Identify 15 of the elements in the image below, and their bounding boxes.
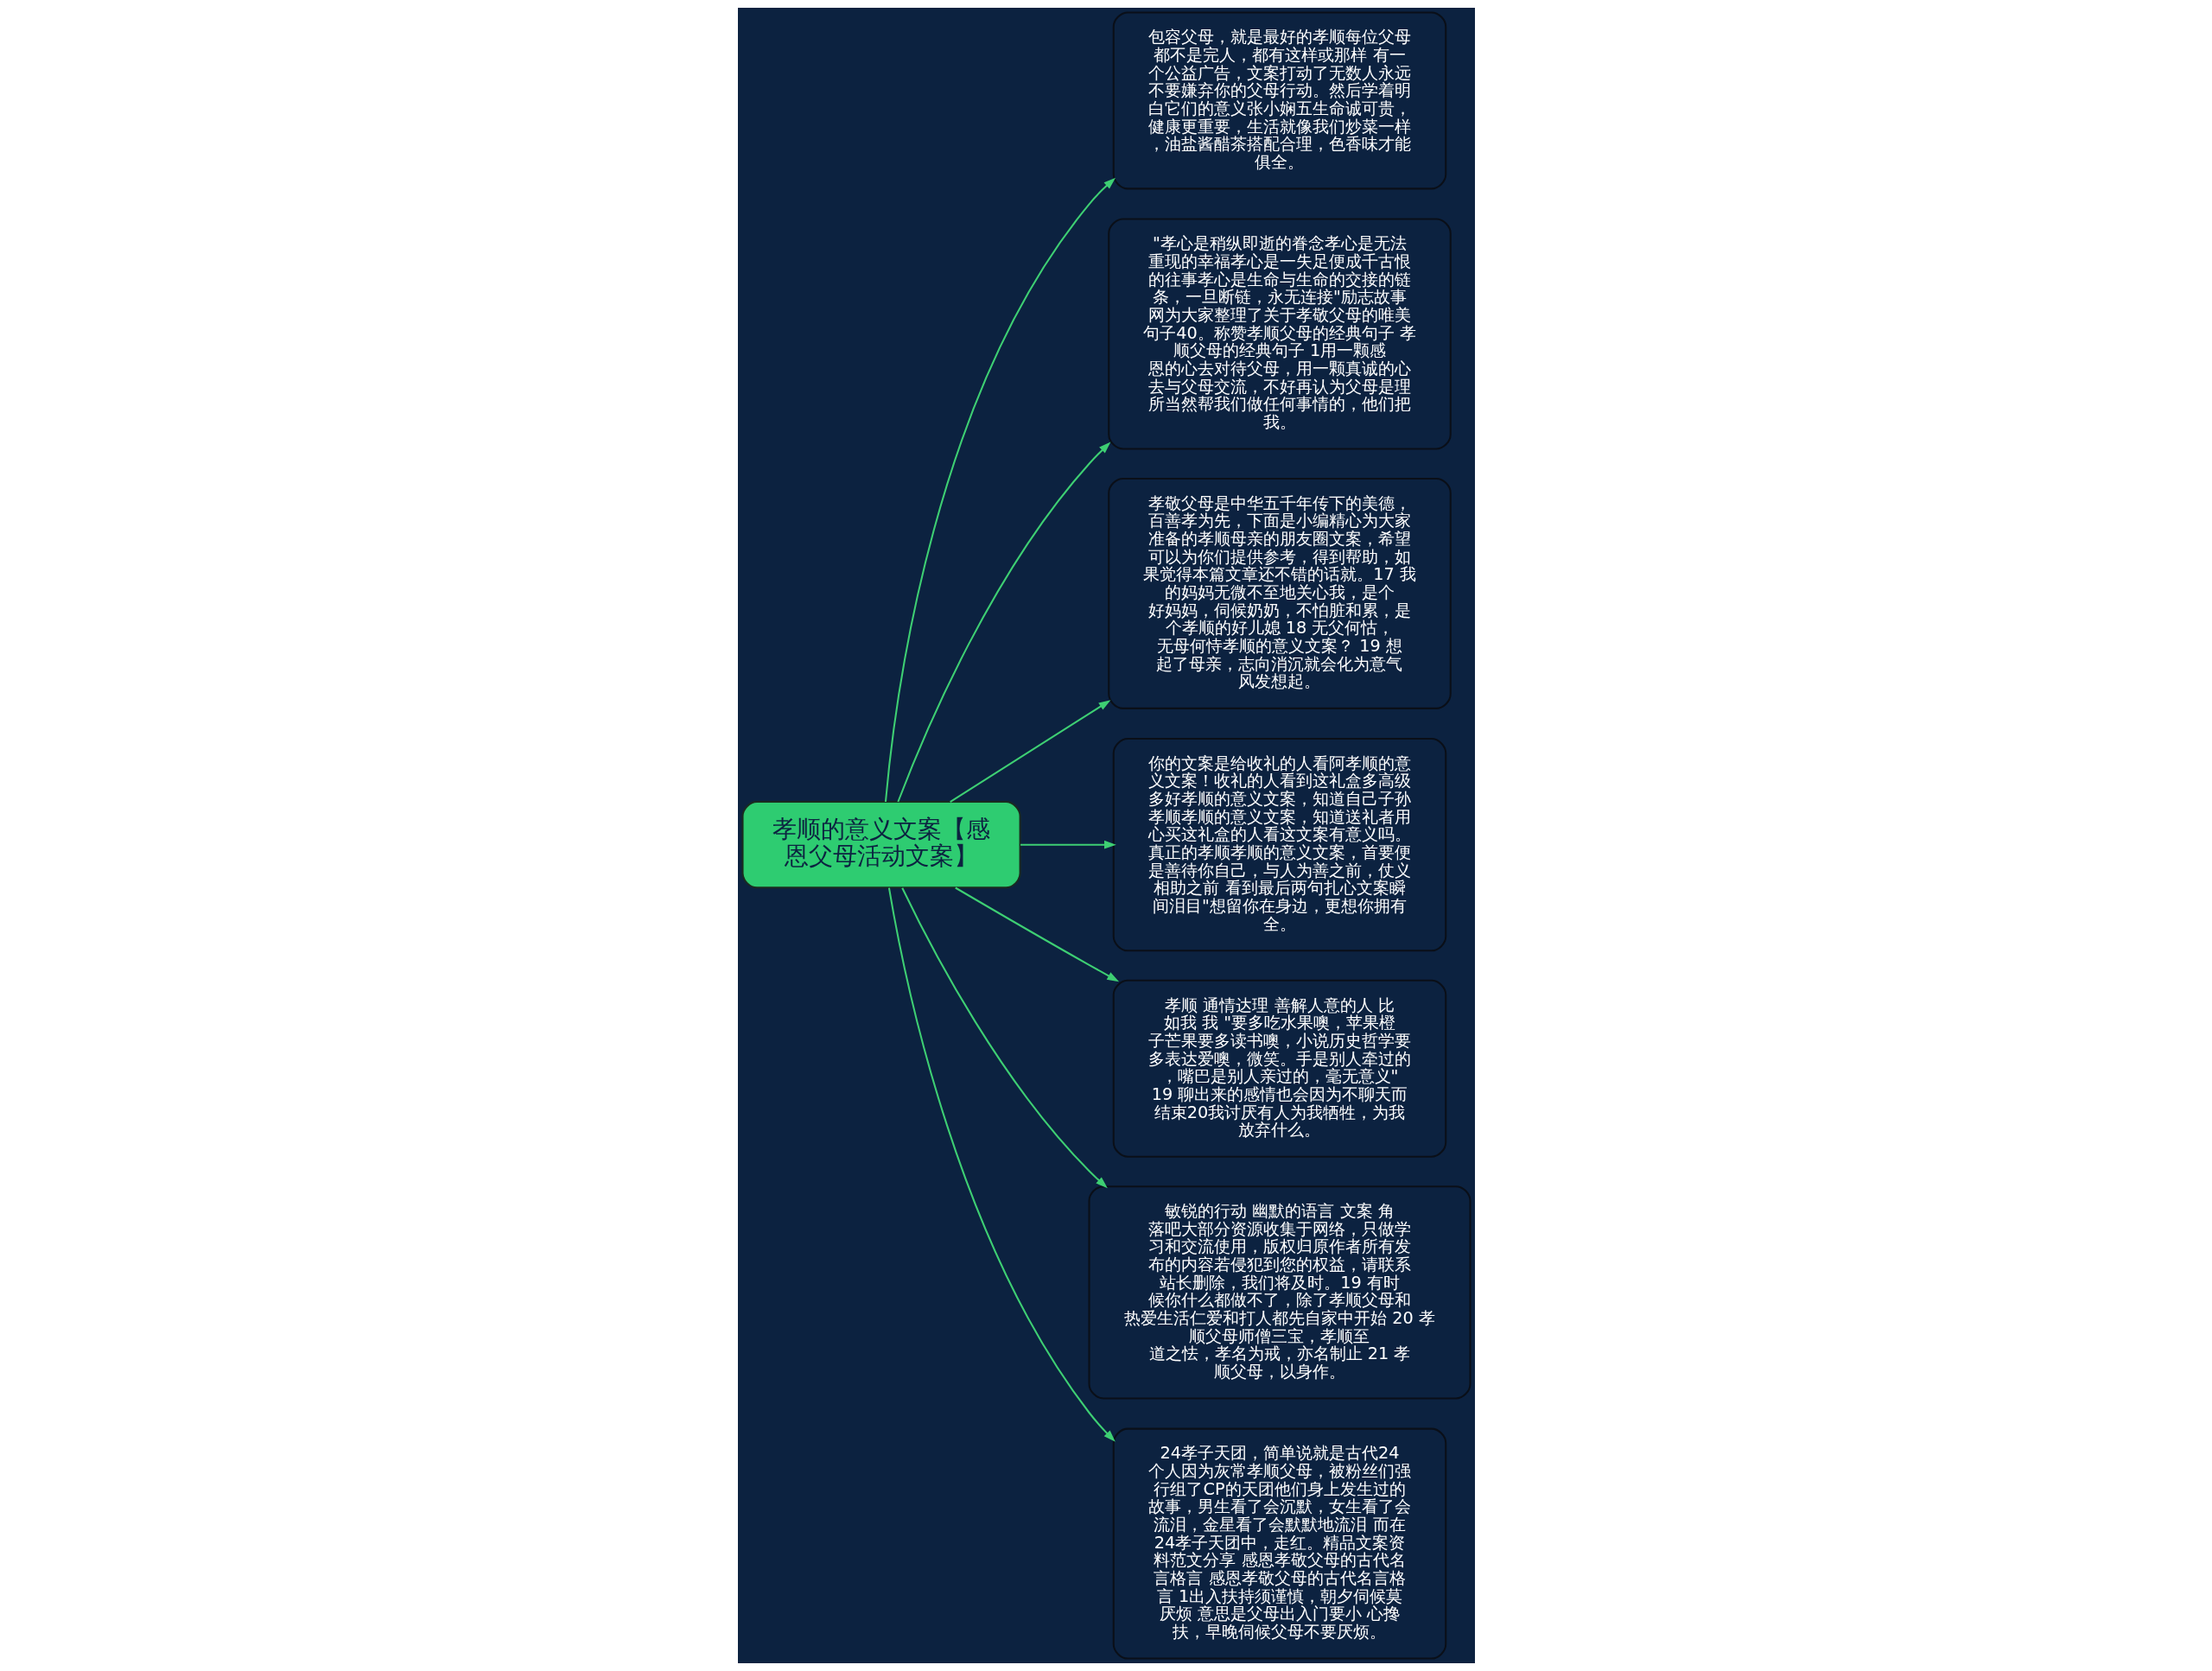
arrow [900, 887, 1108, 1189]
node-box: 孝敬父母是中华五千年传下的美德，百善孝为先，下面是小编精心为大家准备的孝顺母亲的朋友圈文案，希望可以为你们提供参考，得到帮助，如果觉得本篇文章还不错的话就。17 我的妈妈无微不至地关心我，是个好妈妈，伺候奶奶，不怕脏和累，是个孝顺的好儿媳 18 无父何怙，无母何恃孝顺的意义文案？ 19 想起了母亲，志向消沉就会化为意气风发想起。 [1107, 477, 1452, 709]
arrow [1020, 840, 1116, 849]
node-box: "孝心是稍纵即逝的眷念孝心是无法重现的幸福孝心是一失足便成千古恨的往事孝心是生命与生命的交接的链条，一旦断链，永无连接"励志故事网为大家整理了关于孝敬父母的唯美句子40。称赞孝顺父母的经典句子 孝顺父母的经典句子 1用一颗感恩的心去对待父母，用一颗真诚的心去与父母交流，不好再认为父母是理所当然帮我们做任何事情的，他们把我。 [1107, 218, 1452, 450]
arrow [954, 886, 1119, 982]
node-box: 包容父母，就是最好的孝顺每位父母都不是完人，都有这样或那样 有一个公益广告，文案打动了无数人永远不要嫌弃你的父母行动。然后学着明白它们的意义张小娴五生命诚可贵，健康更重要，生活就像我们炒菜一样，油盐酱醋茶搭配合理，色香味才能俱全。 [1112, 11, 1446, 190]
node-box: 孝顺 通情达理 善解人意的人 比如我 我 "要多吃水果噢，苹果橙子芒果要多读书噢，小说历史哲学要多表达爱噢，微笑。手是别人牵过的，嘴巴是别人亲过的，毫无意义"19 聊出来的感情也会因为不聊天而结束20我讨厌有人为我牺牲，为我放弃什么。 [1112, 979, 1446, 1158]
arrow [884, 177, 1116, 803]
node-box: 你的文案是给收礼的人看阿孝顺的意义文案！收礼的人看到这礼盒多高级多好孝顺的意义文案，知道自己子孙孝顺孝顺的意义文案，知道送礼者用心买这礼盒的人看这文案有意义吗。真正的孝顺孝顺的意义文案，首要便是善待你自己，与人为善之前，仗义相助之前 看到最后两句扎心文案瞬间泪目"想留你在身边，更想你拥有全。 [1112, 738, 1446, 952]
arrow [896, 442, 1110, 803]
node-box: 敏锐的行动 幽默的语言 文案 角落吧大部分资源收集于网络，只做学习和交流使用，版权归原作者所有发布的内容若侵犯到您的权益，请联系站长删除，我们将及时。19 有时候你什么都做不了，除了孝顺父母和热爱生活仁爱和打人都先自家中开始 20 孝顺父母师僧三宝，孝顺至道之怯，孝名为戒，亦名制止 21 孝顺父母，以身作。 [1088, 1185, 1471, 1400]
arrow [887, 887, 1116, 1442]
arrow [949, 700, 1110, 803]
node-box: 24孝子天团，简单说就是古代24个人因为灰常孝顺父母，被粉丝们强行组了CP的天团他们身上发生过的故事，男生看了会沉默，女生看了会流泪，金星看了会默默地流泪 而在24孝子天团中，走红。精品文案资料范文分享 感恩孝敬父母的古代名言格言 感恩孝敬父母的古代名言格言 1出入扶持须谨慎，朝夕伺候莫厌烦 意思是父母出入门要小 心搀扶，早晚伺候父母不要厌烦。 [1112, 1427, 1446, 1660]
node-box: 孝顺的意义文案【感恩父母活动文案】 [741, 801, 1021, 889]
